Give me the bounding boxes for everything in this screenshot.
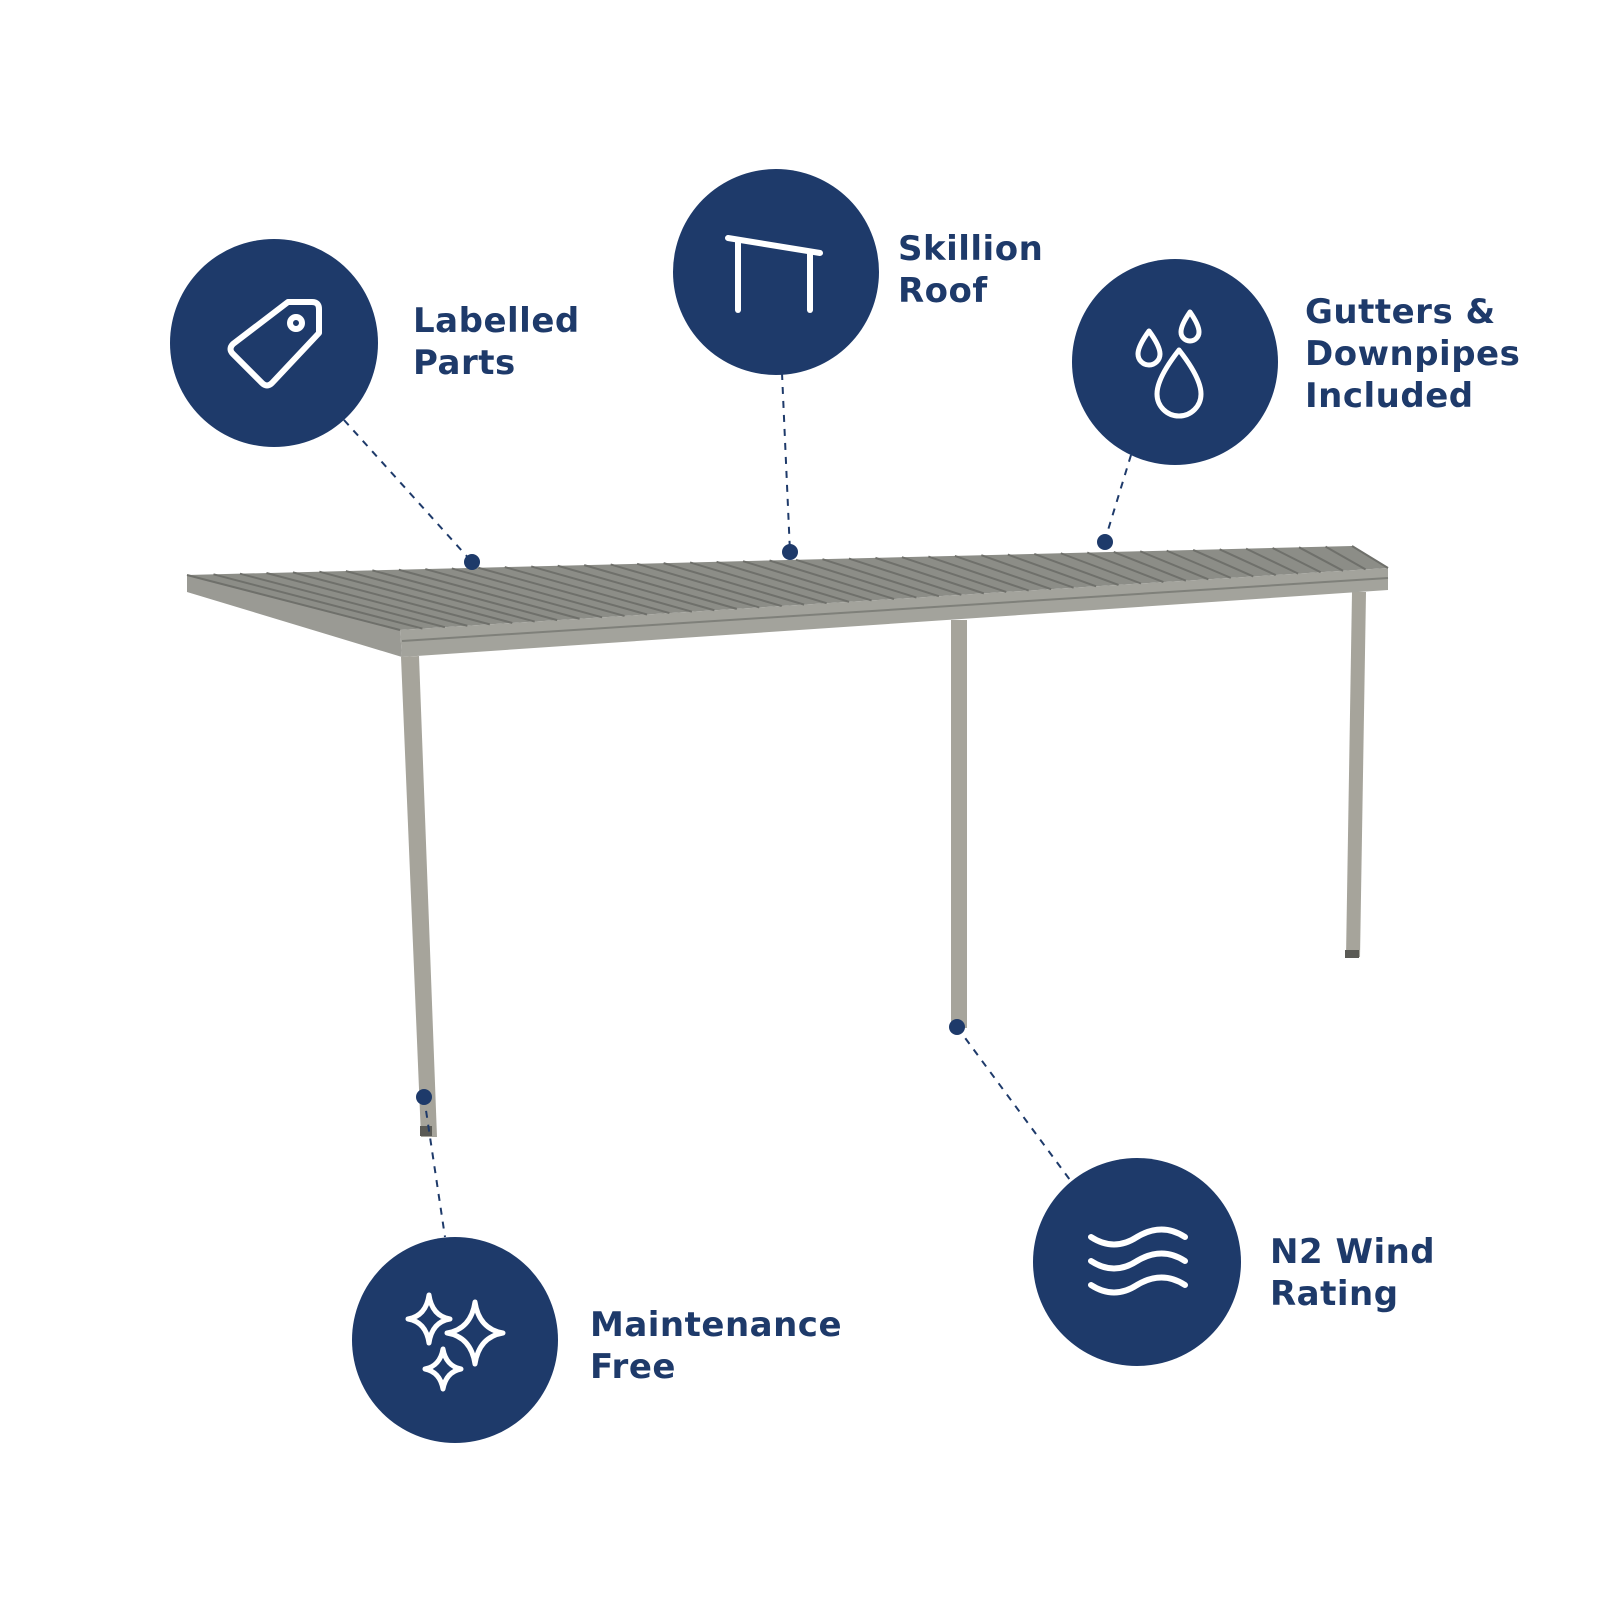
label-wind-line1: N2 Wind: [1270, 1232, 1436, 1272]
roof-rib: [1060, 552, 1142, 585]
roof-rib: [1086, 551, 1164, 584]
roof-rib: [769, 559, 895, 600]
post-back-right-foot: [1345, 950, 1359, 958]
roof-rib: [742, 560, 872, 602]
roof-rib: [292, 571, 491, 626]
roof-rib: [1192, 549, 1254, 578]
label-wind: N2 Wind Rating: [1270, 1231, 1435, 1315]
label-skillion-roof-line1: Skillion: [898, 229, 1044, 269]
roof-rib: [689, 561, 827, 605]
connector-dots: [416, 534, 1113, 1105]
roof-gutter-beam: [400, 568, 1388, 657]
roof-rib: [425, 568, 603, 619]
post-front-left-foot: [420, 1126, 432, 1136]
roof-rib: [530, 565, 693, 613]
connector-gutters: [1104, 454, 1132, 541]
label-labelled-parts-line2: Parts: [413, 343, 516, 383]
label-gutters: Gutters & Downpipes Included: [1305, 291, 1520, 417]
roof-rib: [1325, 545, 1367, 571]
roof-rib: [848, 557, 962, 596]
connector-labelled-parts: [343, 419, 473, 563]
roof-rib: [663, 562, 805, 606]
roof-rib: [875, 556, 985, 595]
skillion-carport-structure: [186, 545, 1389, 1137]
roof-rib: [319, 570, 513, 624]
roof-rib: [716, 560, 850, 603]
price-tag-icon: [227, 299, 322, 389]
roof-rib: [557, 564, 715, 612]
roof-beam-highlight: [401, 577, 1389, 642]
roof-side-edge: [187, 575, 402, 657]
dot-gutters: [1097, 534, 1113, 550]
label-gutters-line1: Gutters &: [1305, 292, 1496, 332]
label-wind-line2: Rating: [1270, 1274, 1399, 1314]
badge-wind: [1033, 1158, 1241, 1366]
roof-rib: [1113, 551, 1187, 582]
wind-waves-icon: [1088, 1226, 1188, 1296]
roof-rib: [636, 562, 783, 608]
roof-rib: [795, 558, 917, 599]
roof-rib: [266, 572, 468, 627]
label-labelled-parts: Labelled Parts: [413, 300, 580, 384]
roof-rib: [451, 567, 625, 617]
roof-rib: [1139, 550, 1209, 581]
dot-skillion-roof: [782, 544, 798, 560]
roof-rib: [1033, 552, 1119, 586]
roof-rib: [345, 570, 535, 623]
connector-lines: [343, 372, 1132, 1238]
post-back-right: [1346, 592, 1366, 957]
roof-rib: [372, 569, 558, 622]
roof-rib: [186, 574, 401, 631]
roof-rib: [901, 556, 1007, 593]
label-gutters-line2: Downpipes: [1305, 334, 1521, 374]
connector-maintenance: [423, 1096, 446, 1238]
badge-labelled-parts: [170, 239, 378, 447]
roof-rib: [1007, 553, 1097, 588]
roof-rib: [928, 555, 1030, 592]
roof-rib: [1166, 549, 1232, 579]
roof-rib: [477, 566, 648, 616]
roof-rib: [1245, 547, 1299, 575]
roof-rib: [980, 554, 1074, 589]
roof-rib: [1272, 547, 1322, 574]
badge-gutters: [1072, 259, 1278, 465]
badge-skillion-roof: [673, 169, 879, 375]
label-skillion-roof-line2: Roof: [898, 271, 988, 311]
roof-rib: [1219, 548, 1277, 576]
roof-rib: [213, 573, 423, 630]
water-drops-icon: [1135, 309, 1204, 419]
post-middle: [951, 620, 967, 1028]
dot-labelled-parts: [464, 554, 480, 570]
dot-wind: [949, 1019, 965, 1035]
roof-rib: [954, 554, 1052, 591]
label-skillion-roof: Skillion Roof: [898, 228, 1043, 312]
badge-maintenance: [352, 1237, 558, 1443]
roof-rib: [1351, 545, 1389, 569]
label-maintenance: Maintenance Free: [590, 1304, 842, 1388]
label-maintenance-line2: Free: [590, 1347, 676, 1387]
roof-rib: [239, 572, 446, 629]
skillion-roof-icon: [725, 235, 823, 313]
label-gutters-line3: Included: [1305, 376, 1474, 416]
roof-rib: [610, 563, 760, 609]
sparkles-icon: [405, 1292, 506, 1392]
label-labelled-parts-line1: Labelled: [413, 301, 580, 341]
connector-wind: [956, 1026, 1071, 1181]
roof-rib: [1298, 546, 1344, 572]
roof-rib: [583, 564, 738, 610]
roof-ribs: [186, 545, 1389, 631]
label-maintenance-line1: Maintenance: [590, 1305, 843, 1345]
post-front-left: [401, 656, 437, 1137]
roof-rib: [822, 558, 940, 598]
connector-skillion-roof: [781, 372, 791, 553]
dot-maintenance: [416, 1089, 432, 1105]
roof-rib: [504, 566, 670, 615]
roof-rib: [398, 568, 580, 620]
